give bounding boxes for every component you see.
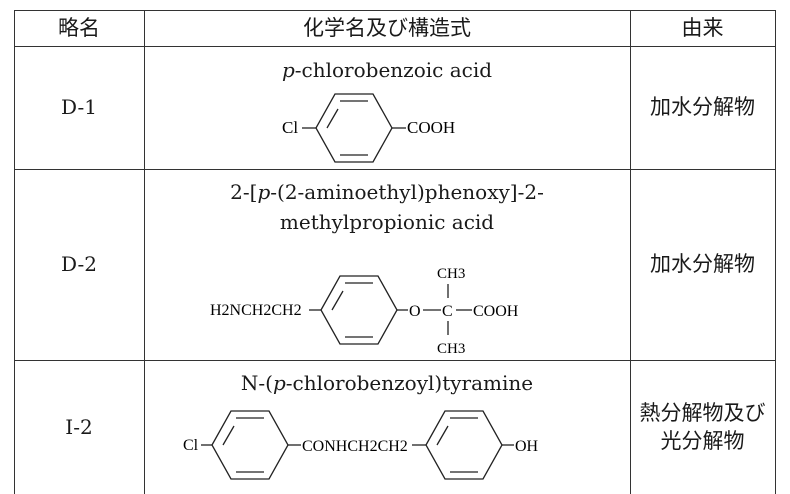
row2-bottom-group: CH3 — [437, 341, 465, 357]
row3-origin-line1: 熱分解物及び — [639, 400, 766, 425]
benzene-ring-icon — [315, 93, 393, 163]
row2-abbr: D-2 — [61, 252, 97, 276]
row1-structure: Cl COOH — [144, 88, 630, 164]
row3-left-group: Cl — [183, 437, 199, 454]
row2-origin: 加水分解物 — [650, 252, 755, 277]
row3-name-italic: p — [272, 371, 286, 395]
row1-name-rest: -chlorobenzoic acid — [294, 58, 493, 82]
row3-abbr: I-2 — [65, 414, 93, 439]
table-border-right — [775, 10, 776, 494]
header-abbr: 略名 — [58, 15, 100, 40]
row1-left-group: Cl — [282, 118, 298, 137]
row2-left-group: H2NCH2CH2 — [210, 302, 302, 319]
row2-name-italic: p — [257, 180, 271, 204]
row3-origin: 熱分解物及び 光分解物 — [630, 360, 775, 494]
col-divider-1 — [144, 10, 145, 494]
header-divider — [14, 46, 776, 47]
row2-chem-name-line2: methylpropionic acid — [279, 210, 495, 234]
row2-o-group: O — [409, 303, 421, 320]
header-chem: 化学名及び構造式 — [303, 15, 471, 40]
row1-right-group: COOH — [407, 118, 455, 137]
row2-c-group: C — [442, 303, 453, 320]
row3-right-group: OH — [515, 438, 539, 455]
table-border-left — [14, 10, 15, 494]
row1-name-italic: p — [281, 58, 295, 82]
row-divider-2 — [14, 360, 776, 361]
compound-table: 略名 化学名及び構造式 由来 D-1 p-chlorobenzoic acid … — [14, 10, 776, 494]
row2-right-group: COOH — [473, 303, 519, 320]
row1-chem-name: p-chlorobenzoic acid — [144, 58, 630, 82]
row2-chem-name-line1: 2-[p-(2-aminoethyl)phenoxy]-2- — [230, 180, 544, 204]
header-origin: 由来 — [681, 15, 724, 40]
col-divider-2 — [630, 10, 631, 494]
benzene-ring-icon — [425, 410, 503, 480]
row3-chem-name: N-(p-chlorobenzoyl)tyramine — [240, 371, 534, 395]
row2-structure: H2NCH2CH2 O C CH3 CH3 COOH — [144, 248, 630, 358]
row1-origin: 加水分解物 — [650, 95, 755, 120]
benzene-ring-icon — [320, 275, 398, 345]
row1-abbr: D-1 — [61, 95, 97, 119]
table-border-top — [14, 10, 776, 11]
row-divider-1 — [14, 169, 776, 170]
row2-top-group: CH3 — [437, 266, 465, 282]
row3-structure: Cl CONHCH2CH2 OH — [144, 402, 630, 494]
row3-origin-line2: 光分解物 — [660, 429, 745, 453]
benzene-ring-icon — [211, 410, 289, 480]
row3-middle-group: CONHCH2CH2 — [302, 438, 408, 455]
